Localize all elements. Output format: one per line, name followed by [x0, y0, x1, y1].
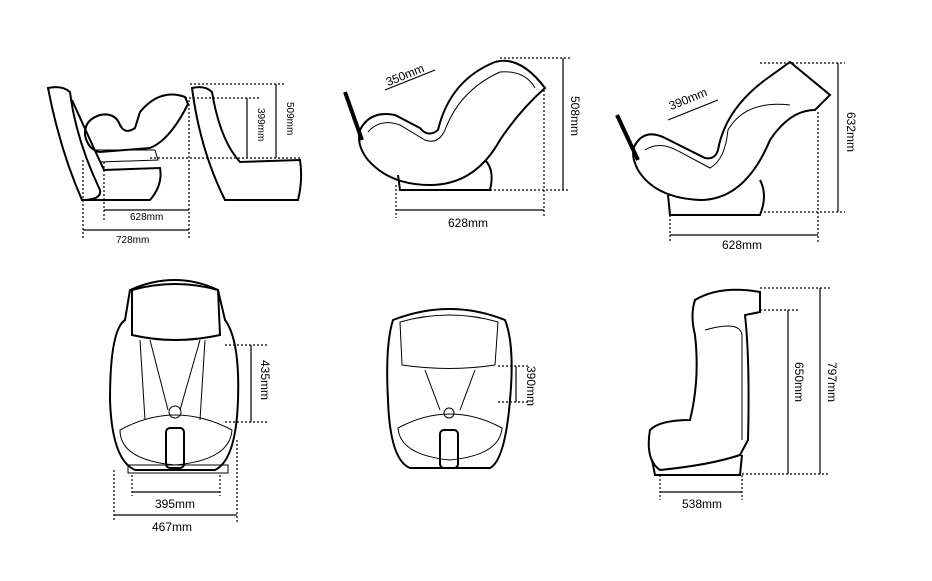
harness-height-label: 390mm	[524, 366, 538, 407]
height-label: 508mm	[568, 96, 582, 137]
front-small-seat-view	[386, 308, 530, 469]
inner-width-label: 395mm	[155, 497, 196, 511]
reclined-flat-side-view	[615, 60, 845, 242]
rear-facing-seat-view	[46, 83, 303, 238]
depth-label: 628mm	[448, 216, 489, 230]
depth-label: 628mm	[722, 238, 763, 252]
height-label: 632mm	[844, 112, 858, 153]
total-height-label: 797mm	[825, 362, 839, 403]
outer-width-label: 467mm	[152, 520, 193, 534]
depth-outer-label: 728mm	[116, 235, 150, 246]
reclined-upright-side-view	[343, 57, 570, 218]
base-depth-label: 538mm	[682, 497, 723, 511]
back-height-label: 650mm	[792, 362, 806, 403]
depth-inner-label: 628mm	[130, 212, 164, 223]
height-inner-label: 399mm	[255, 108, 266, 142]
height-outer-label: 509mm	[284, 102, 295, 136]
booster-side-view	[647, 287, 830, 500]
harness-height-label: 435mm	[258, 360, 272, 401]
front-large-seat-view	[108, 279, 268, 522]
